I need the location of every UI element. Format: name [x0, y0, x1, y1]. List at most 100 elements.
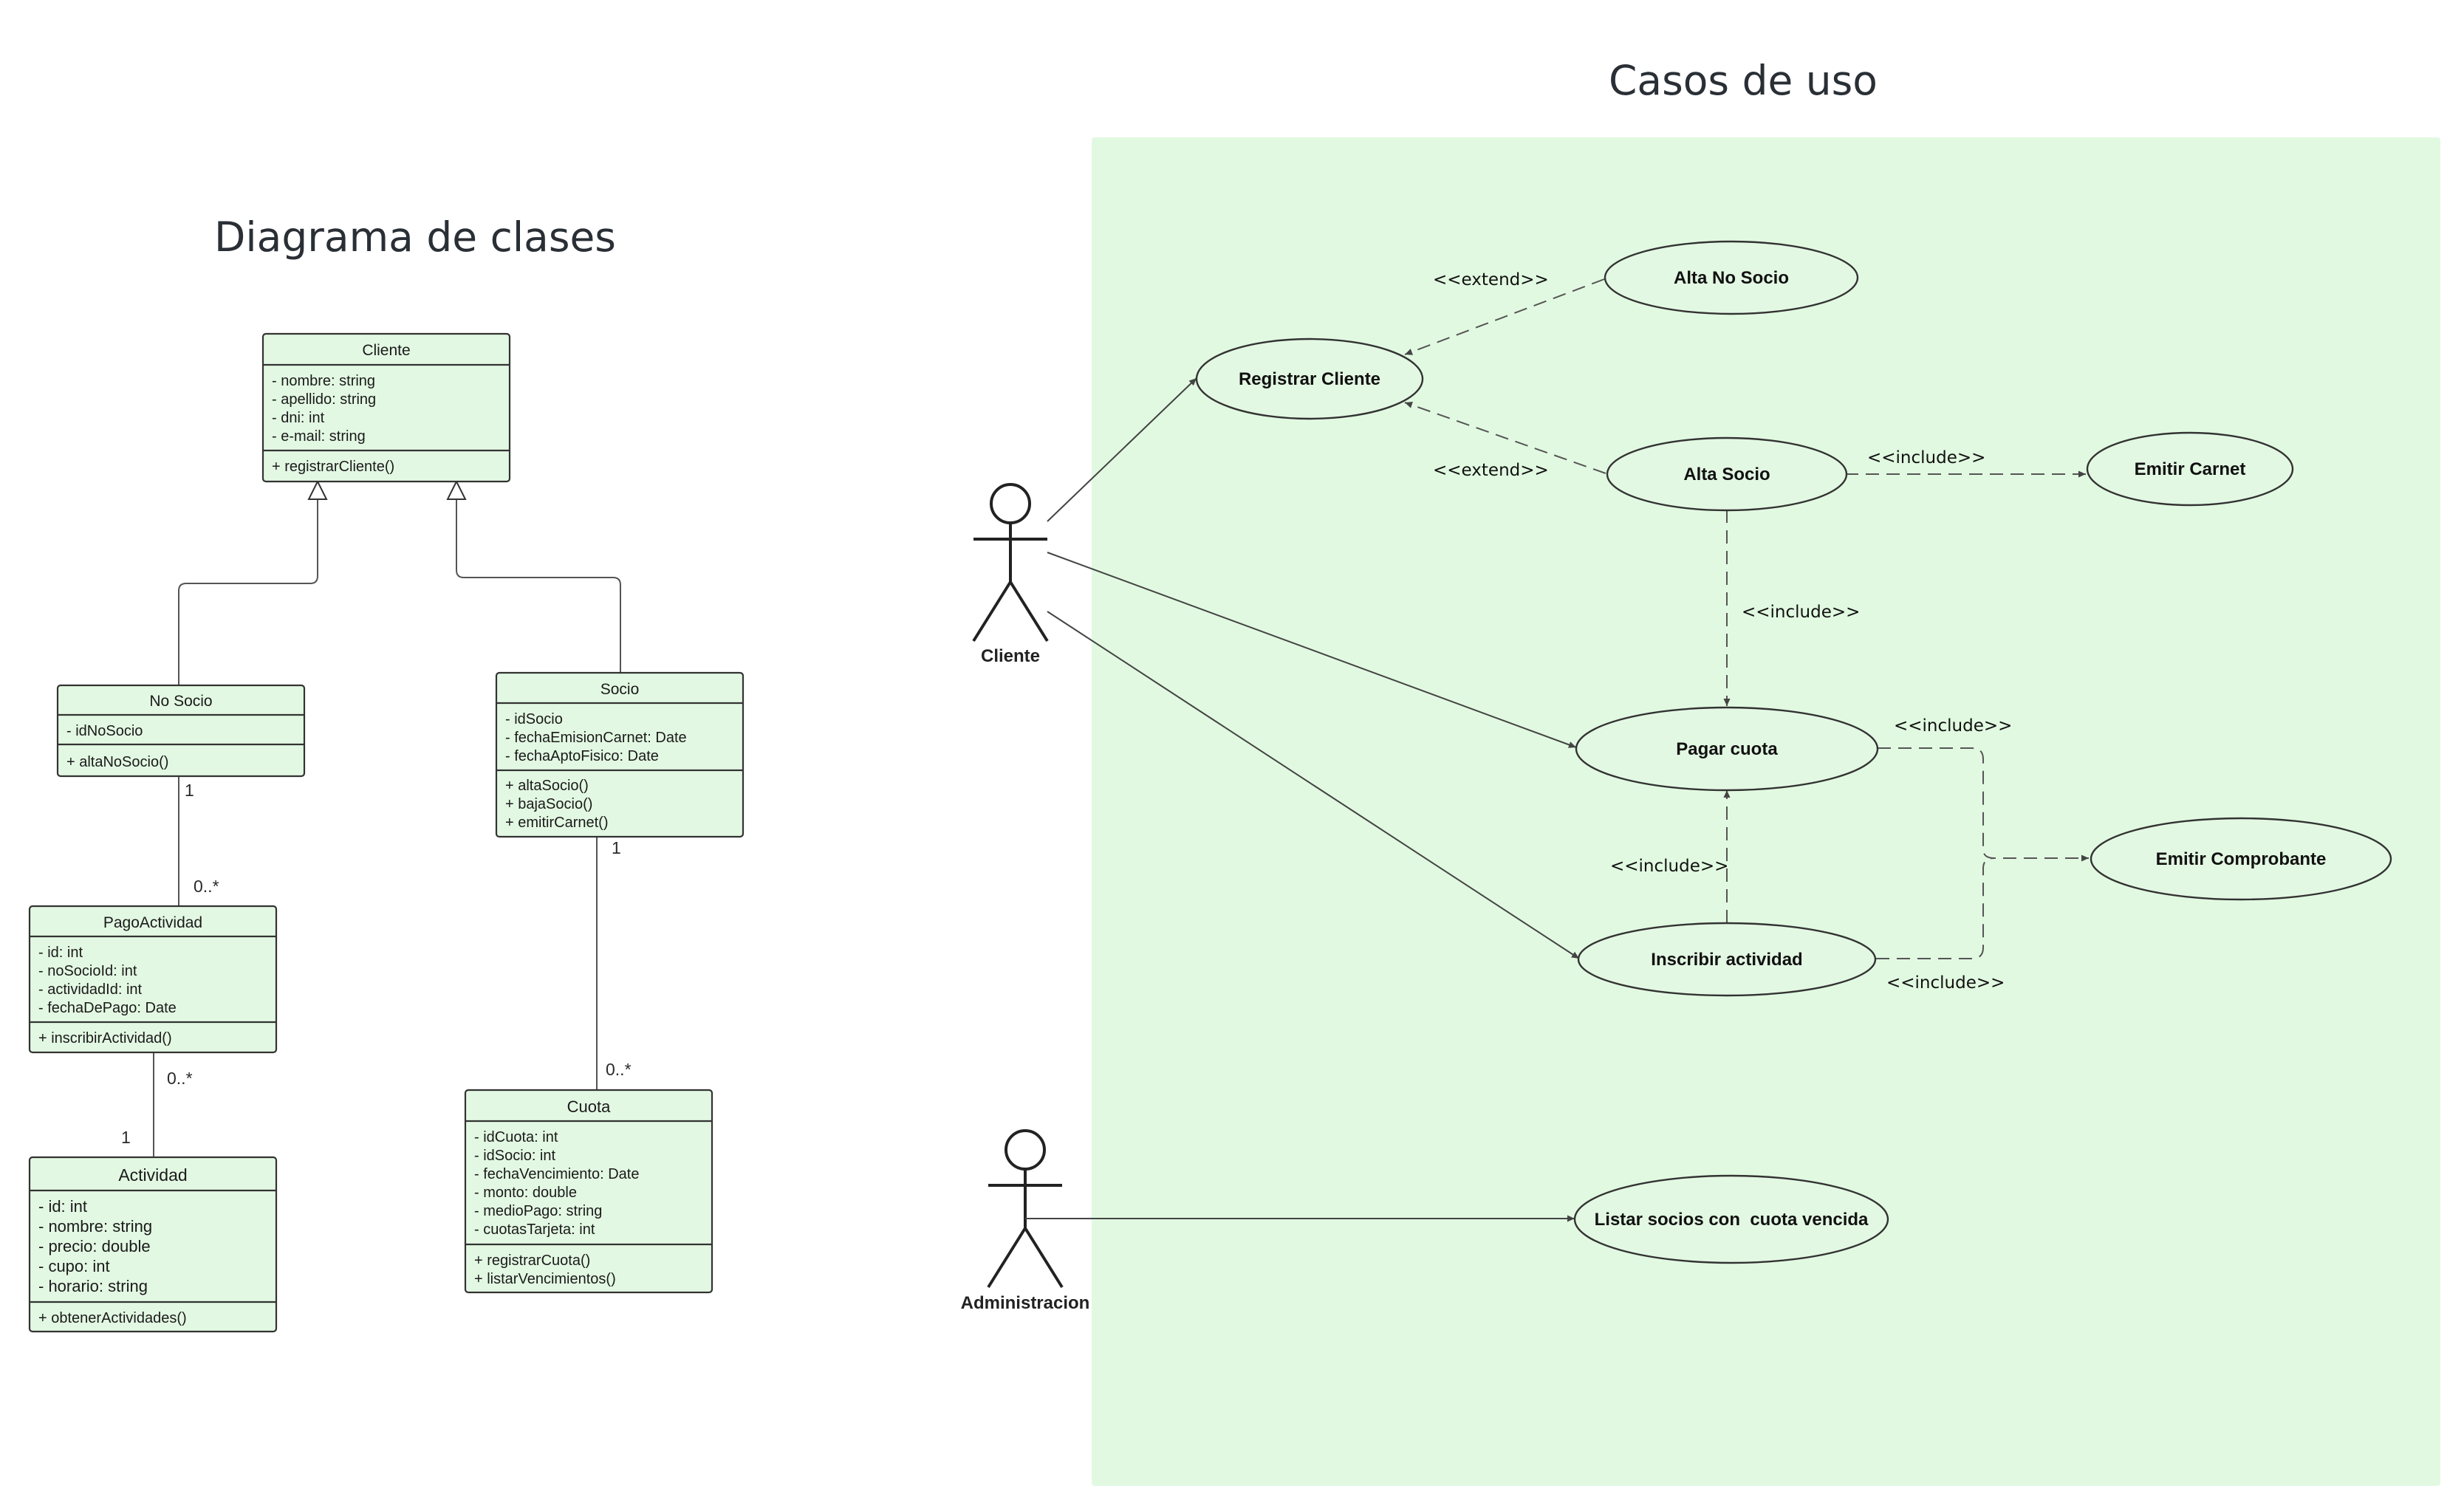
class-cuota[interactable]: Cuota - idCuota: int - idSocio: int - fe… — [464, 1089, 713, 1294]
class-cliente-attr-0: - nombre: string — [272, 373, 375, 389]
inheritance-nosocio-line — [178, 499, 318, 685]
class-cuota-box — [464, 1089, 713, 1294]
class-actividad-attr-0: - id: int — [38, 1197, 87, 1216]
class-nosocio-name: No Socio — [149, 693, 212, 710]
class-pagoactividad-attr-3: - fechaDePago: Date — [38, 1000, 177, 1016]
class-actividad-name: Actividad — [118, 1165, 187, 1185]
class-diagram-title: Diagrama de clases — [214, 213, 616, 261]
use-case-alta-no-socio-label: Alta No Socio — [1674, 268, 1789, 288]
class-pagoactividad-attr-0: - id: int — [38, 945, 83, 961]
class-pagoactividad[interactable]: PagoActividad - id: int - noSocioId: int… — [28, 905, 278, 1054]
use-case-emitir-carnet-label: Emitir Carnet — [2135, 459, 2246, 479]
class-nosocio-method-0: + altaNoSocio() — [66, 754, 168, 770]
class-actividad-method-0: + obtenerActividades() — [38, 1310, 187, 1326]
class-socio[interactable]: Socio - idSocio - fechaEmisionCarnet: Da… — [495, 671, 745, 838]
class-cliente-attr-1: - apellido: string — [272, 391, 376, 408]
use-case-emitir-comprobante-ellipse — [2090, 817, 2392, 901]
actor-cliente-leg-left — [972, 580, 1012, 643]
class-cliente-attr-3: - e-mail: string — [272, 428, 366, 445]
class-actividad-box — [28, 1156, 278, 1333]
class-actividad[interactable]: Actividad - id: int - nombre: string - p… — [28, 1156, 278, 1333]
include-pagar-comprobante-path — [1878, 747, 2089, 862]
actor-admin[interactable]: Administracion — [961, 1129, 1090, 1313]
stereo-extend-no-socio: <<extend>> — [1433, 270, 1549, 289]
inheritance-socio-line — [456, 499, 621, 673]
mult-pago-actividad-1: 1 — [121, 1128, 131, 1147]
stereo-include-pagar: <<include>> — [1742, 603, 1860, 622]
use-case-registrar-ellipse — [1195, 338, 1424, 420]
class-cliente-name: Cliente — [362, 342, 410, 359]
assoc-cliente-pagar — [1047, 552, 1577, 748]
mult-socio-cuota-n: 0..* — [606, 1060, 632, 1079]
class-socio-method-1: + bajaSocio() — [505, 796, 592, 812]
actor-admin-leg-left — [987, 1227, 1027, 1289]
class-nosocio[interactable]: No Socio - idNoSocio + altaNoSocio() — [56, 684, 306, 778]
use-case-alta-socio[interactable]: Alta Socio — [1606, 436, 1848, 512]
stereo-include-inscribir-pagar: <<include>> — [1610, 857, 1728, 876]
inheritance-triangle-right — [446, 479, 467, 500]
use-case-pagar-cuota-ellipse — [1575, 706, 1879, 792]
class-cliente-attr-2: - dni: int — [272, 410, 325, 426]
stereo-extend-socio: <<extend>> — [1433, 461, 1549, 480]
mult-nosocio-pago-n: 0..* — [194, 877, 219, 896]
use-case-alta-socio-label: Alta Socio — [1683, 465, 1770, 484]
use-case-registrar[interactable]: Registrar Cliente — [1195, 338, 1424, 420]
assoc-cliente-registrar — [1047, 377, 1197, 522]
class-cliente-box — [261, 332, 511, 483]
class-cliente-method-0: + registrarCliente() — [272, 459, 394, 475]
use-case-inscribir[interactable]: Inscribir actividad — [1577, 922, 1877, 997]
class-pagoactividad-method-0: + inscribirActividad() — [38, 1030, 172, 1046]
class-pagoactividad-attr-2: - actividadId: int — [38, 981, 143, 998]
class-cuota-name: Cuota — [567, 1097, 611, 1116]
actor-cliente-leg-right — [1009, 580, 1049, 643]
actor-cliente[interactable]: Cliente — [972, 483, 1049, 666]
class-cuota-attr-1: - idSocio: int — [474, 1148, 555, 1164]
stereo-include-comprobante-inscribir: <<include>> — [1886, 973, 2005, 993]
stereo-include-carnet: <<include>> — [1867, 448, 1985, 467]
class-socio-attr-1: - fechaEmisionCarnet: Date — [505, 730, 687, 746]
stereo-include-comprobante-pagar: <<include>> — [1894, 716, 2012, 736]
class-socio-box — [495, 671, 745, 838]
actor-cliente-label: Cliente — [981, 646, 1040, 666]
class-pagoactividad-attr-1: - noSocioId: int — [38, 963, 137, 979]
class-cuota-attr-4: - medioPago: string — [474, 1203, 602, 1219]
extend-no-socio-arrow — [1404, 278, 1605, 355]
class-actividad-attr-3: - cupo: int — [38, 1257, 110, 1275]
class-actividad-attr-2: - precio: double — [38, 1237, 151, 1255]
use-cases-title: Casos de uso — [1609, 57, 1878, 104]
class-pagoactividad-box — [28, 905, 278, 1054]
class-cuota-attr-0: - idCuota: int — [474, 1129, 558, 1145]
use-case-emitir-carnet-ellipse — [2086, 431, 2294, 507]
class-cuota-method-0: + registrarCuota() — [474, 1253, 590, 1269]
class-actividad-attr-1: - nombre: string — [38, 1217, 152, 1236]
use-case-inscribir-label: Inscribir actividad — [1651, 950, 1802, 970]
use-case-emitir-comprobante[interactable]: Emitir Comprobante — [2090, 817, 2392, 901]
use-case-pagar-cuota-label: Pagar cuota — [1676, 739, 1778, 759]
class-socio-name: Socio — [600, 681, 640, 698]
class-cuota-attr-5: - cuotasTarjeta: int — [474, 1222, 595, 1238]
class-cliente[interactable]: Cliente - nombre: string - apellido: str… — [261, 332, 511, 483]
class-cuota-method-1: + listarVencimientos() — [474, 1271, 616, 1287]
use-case-pagar-cuota[interactable]: Pagar cuota — [1575, 706, 1879, 792]
class-cuota-attr-2: - fechaVencimiento: Date — [474, 1166, 639, 1182]
mult-socio-cuota-1: 1 — [612, 838, 621, 857]
use-case-alta-no-socio[interactable]: Alta No Socio — [1604, 240, 1859, 315]
class-pagoactividad-name: PagoActividad — [103, 914, 202, 931]
actor-cliente-head — [990, 483, 1031, 524]
use-case-inscribir-ellipse — [1577, 922, 1877, 997]
mult-pago-actividad-n: 0..* — [167, 1069, 193, 1088]
mult-nosocio-pago-1: 1 — [185, 781, 194, 800]
class-socio-attr-0: - idSocio — [505, 711, 563, 727]
class-socio-method-0: + altaSocio() — [505, 778, 589, 794]
include-inscribir-comprobante-path — [1876, 857, 1995, 959]
use-case-alta-socio-ellipse — [1606, 436, 1848, 512]
class-nosocio-attr-0: - idNoSocio — [66, 723, 143, 739]
assoc-cliente-inscribir — [1047, 611, 1580, 959]
use-case-registrar-label: Registrar Cliente — [1239, 369, 1380, 389]
use-case-listar[interactable]: Listar socios con cuota vencida — [1573, 1174, 1889, 1264]
use-case-emitir-carnet[interactable]: Emitir Carnet — [2086, 431, 2294, 507]
use-case-listar-ellipse — [1573, 1174, 1889, 1264]
class-nosocio-box — [56, 684, 306, 778]
inheritance-triangle-left — [307, 479, 328, 500]
